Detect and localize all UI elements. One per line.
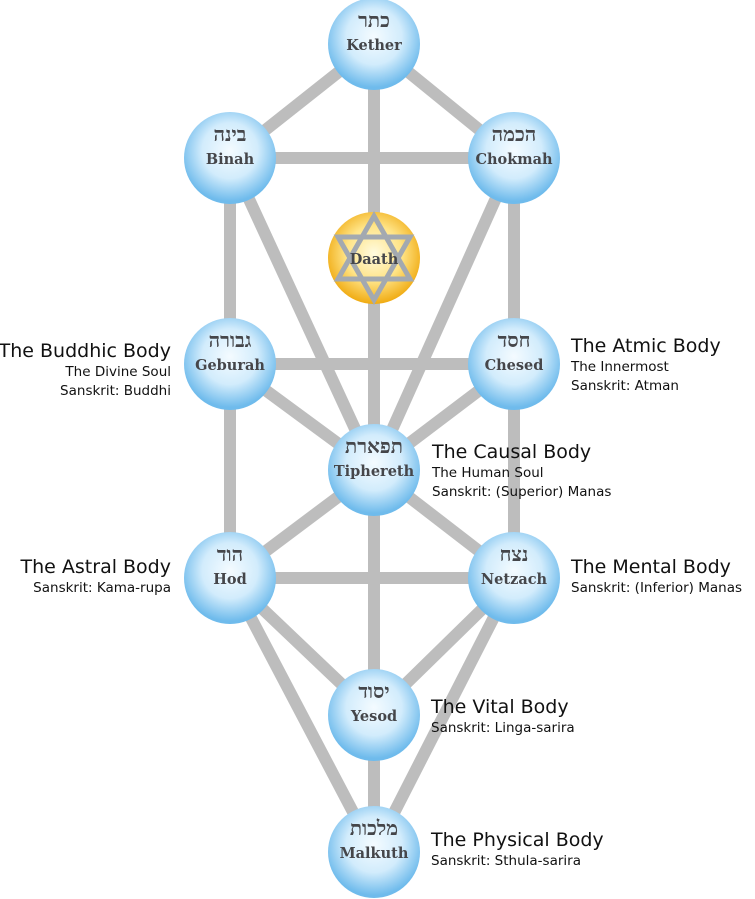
causal-line2: Sanskrit: (Superior) Manas [432,484,612,500]
label-physical-body: The Physical Body Sanskrit: Sthula-sarir… [431,829,604,871]
sephirah-binah: בינה Binah [184,112,276,204]
sephirah-malkuth: מלכות Malkuth [328,806,420,898]
path-chokmah-tiphereth [368,155,520,473]
binah-hebrew: בינה [214,122,247,146]
sephirah-chesed: חסד Chesed [468,318,560,410]
sephirah-kether: כתר Kether [328,0,420,90]
hod-hebrew: הוד [217,542,243,566]
sephirah-yesod: יסוד Yesod [328,669,420,761]
binah-name: Binah [206,151,255,168]
astral-line1: Sanskrit: Kama-rupa [33,580,171,596]
vital-title: The Vital Body [431,696,569,718]
path-binah-tiphereth [224,155,380,473]
daath-name: Daath [350,251,399,268]
mental-title: The Mental Body [571,556,731,578]
vital-line1: Sanskrit: Linga-sarira [431,720,575,736]
chesed-hebrew: חסד [498,328,531,352]
chokmah-name: Chokmah [475,151,553,168]
geburah-hebrew: גבורה [209,328,252,352]
sephirah-tiphereth: תפארת Tiphereth [328,424,420,516]
sephirah-netzach: נצח Netzach [468,532,560,624]
netzach-hebrew: נצח [500,542,529,566]
label-vital-body: The Vital Body Sanskrit: Linga-sarira [431,696,575,738]
path-hod-malkuth [224,575,380,855]
physical-line1: Sanskrit: Sthula-sarira [431,853,581,869]
geburah-name: Geburah [195,357,265,374]
star-of-david-icon [333,210,415,306]
sephirah-daath: Daath [328,210,420,306]
tiphereth-hebrew: תפארת [345,434,403,458]
kether-name: Kether [346,37,402,54]
label-mental-body: The Mental Body Sanskrit: (Inferior) Man… [571,556,742,598]
sephirah-hod: הוד Hod [184,532,276,624]
sephirah-geburah: גבורה Geburah [184,318,276,410]
atmic-line1: The Innermost [571,359,669,375]
label-buddhic-body: The Buddhic Body The Divine Soul Sanskri… [0,340,171,401]
buddhic-line1: The Divine Soul [65,364,171,380]
buddhic-line2: Sanskrit: Buddhi [60,383,171,399]
causal-line1: The Human Soul [432,465,544,481]
malkuth-hebrew: מלכות [350,816,398,840]
atmic-title: The Atmic Body [571,335,721,357]
physical-title: The Physical Body [431,829,604,851]
causal-title: The Causal Body [432,441,592,463]
path-netzach-malkuth [368,575,520,855]
atmic-line2: Sanskrit: Atman [571,378,679,394]
yesod-hebrew: יסוד [358,679,389,703]
chokmah-hebrew: הכמה [492,122,537,146]
kether-hebrew: כתר [358,8,390,32]
sephirah-chokmah: הכמה Chokmah [468,112,560,204]
label-atmic-body: The Atmic Body The Innermost Sanskrit: A… [571,335,721,396]
yesod-name: Yesod [350,708,397,725]
chesed-name: Chesed [485,357,544,374]
netzach-name: Netzach [481,571,548,588]
label-astral-body: The Astral Body Sanskrit: Kama-rupa [21,556,171,598]
hod-name: Hod [213,571,247,588]
malkuth-name: Malkuth [340,845,409,862]
buddhic-title: The Buddhic Body [0,340,171,362]
label-causal-body: The Causal Body The Human Soul Sanskrit:… [432,441,611,502]
astral-title: The Astral Body [20,556,171,578]
mental-line1: Sanskrit: (Inferior) Manas [571,580,742,596]
tiphereth-name: Tiphereth [334,463,415,480]
